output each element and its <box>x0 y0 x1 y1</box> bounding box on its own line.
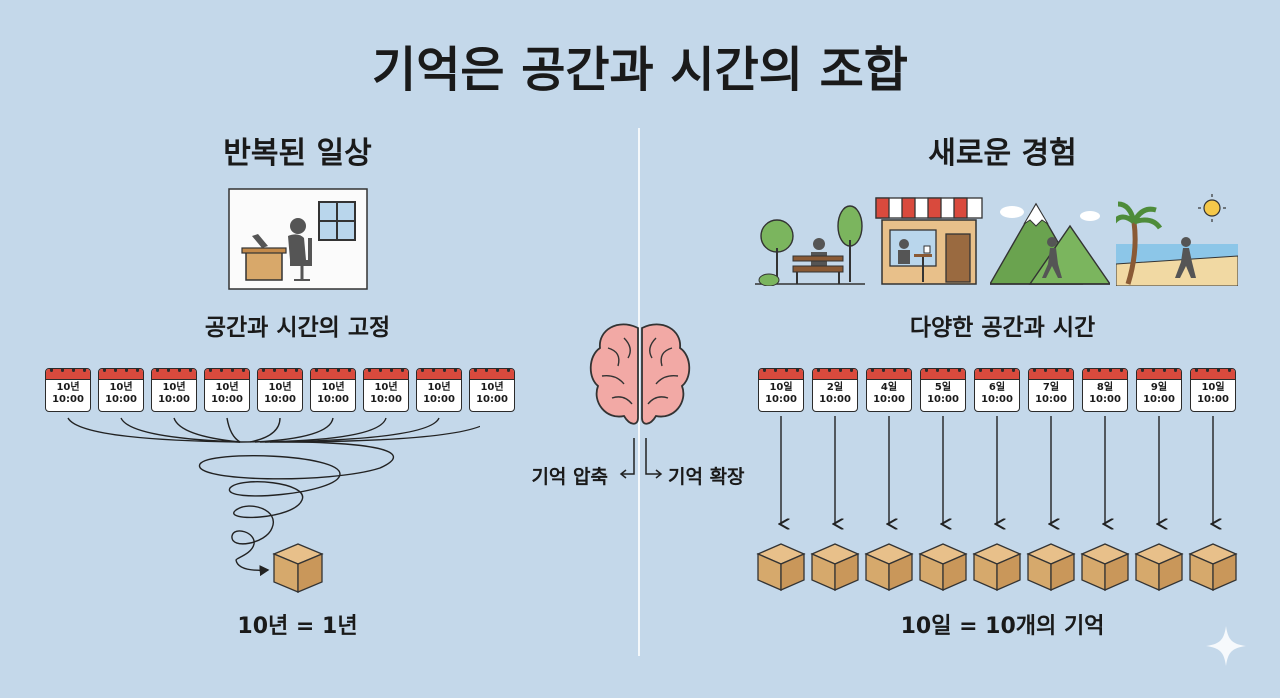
calendar-time: 10:00 <box>867 394 911 406</box>
calendar-date: 7일 <box>1029 382 1073 394</box>
calendar-time: 10:00 <box>1191 394 1235 406</box>
memory-box <box>972 542 1022 592</box>
memory-box <box>918 542 968 592</box>
calendar-date: 9일 <box>1137 382 1181 394</box>
calendar-time: 10:00 <box>759 394 803 406</box>
calendar-time: 10:00 <box>813 394 857 406</box>
memory-box <box>756 542 806 592</box>
calendar-time: 10:00 <box>152 394 196 406</box>
calendar-date: 10일 <box>1191 382 1235 394</box>
split-arrows <box>614 436 668 486</box>
left-caption: 10년 = 1년 <box>100 608 495 640</box>
calendar-time: 10:00 <box>975 394 1019 406</box>
calendar-date: 10년 <box>46 382 90 394</box>
calendar-time: 10:00 <box>1137 394 1181 406</box>
left-memory-box <box>272 542 324 594</box>
left-heading: 반복된 일상 <box>100 128 495 172</box>
calendar-date: 10년 <box>258 382 302 394</box>
left-subheading: 공간과 시간의 고정 <box>100 308 495 342</box>
calendar-date: 10일 <box>759 382 803 394</box>
calendar-date: 4일 <box>867 382 911 394</box>
calendar-time: 10:00 <box>417 394 461 406</box>
memory-box <box>810 542 860 592</box>
expansion-arrows <box>740 412 1240 532</box>
right-caption: 10일 = 10개의 기억 <box>805 608 1200 640</box>
calendar-date: 8일 <box>1083 382 1127 394</box>
calendar-date: 10년 <box>99 382 143 394</box>
calendar-time: 10:00 <box>46 394 90 406</box>
memory-box <box>1080 542 1130 592</box>
calendar-time: 10:00 <box>1083 394 1127 406</box>
calendar-time: 10:00 <box>1029 394 1073 406</box>
calendar-time: 10:00 <box>258 394 302 406</box>
calendar-time: 10:00 <box>99 394 143 406</box>
calendar-time: 10:00 <box>921 394 965 406</box>
calendar-date: 6일 <box>975 382 1019 394</box>
calendar-date: 2일 <box>813 382 857 394</box>
page-title: 기억은 공간과 시간의 조합 <box>0 30 1280 100</box>
memory-box <box>1026 542 1076 592</box>
memory-box <box>1188 542 1238 592</box>
calendar-date: 10년 <box>470 382 514 394</box>
office-illustration <box>228 188 368 290</box>
cafe-scene-icon <box>874 194 984 286</box>
mountain-scene-icon <box>990 196 1110 286</box>
calendar-date: 10년 <box>152 382 196 394</box>
memory-box <box>864 542 914 592</box>
sparkle-icon <box>1204 624 1248 668</box>
calendar-time: 10:00 <box>364 394 408 406</box>
right-subheading: 다양한 공간과 시간 <box>805 308 1200 342</box>
compression-spiral <box>40 410 480 600</box>
calendar-date: 10년 <box>364 382 408 394</box>
calendar-date: 5일 <box>921 382 965 394</box>
calendar-time: 10:00 <box>311 394 355 406</box>
compress-label: 기억 압축 <box>504 462 608 489</box>
calendar-time: 10:00 <box>205 394 249 406</box>
right-heading: 새로운 경험 <box>805 128 1200 172</box>
memory-box <box>1134 542 1184 592</box>
calendar-time: 10:00 <box>470 394 514 406</box>
calendar-date: 10년 <box>417 382 461 394</box>
brain-icon <box>588 318 692 430</box>
beach-scene-icon <box>1116 192 1238 286</box>
calendar-date: 10년 <box>205 382 249 394</box>
park-scene-icon <box>755 196 865 286</box>
calendar-date: 10년 <box>311 382 355 394</box>
